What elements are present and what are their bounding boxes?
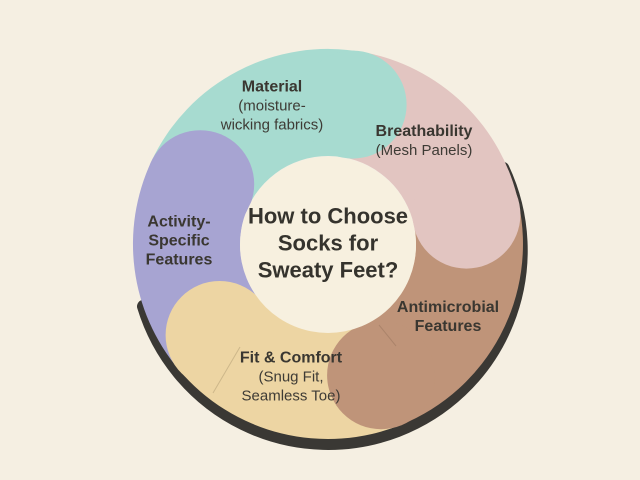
segment-fit-comfort-cap <box>165 281 274 389</box>
segment-antimicrobial-cap <box>327 321 436 430</box>
page-title-line1: How to Choose <box>247 203 409 229</box>
label-antimicrobial-title2: Features <box>414 318 482 335</box>
donut-hole <box>240 157 416 333</box>
page-title-line2: Socks for <box>277 230 379 256</box>
segment-activity-specific-cap <box>146 130 255 239</box>
label-material: Material (moisture- wicking fabrics) <box>221 78 324 135</box>
label-activity-specific: Activity- Specific Features <box>146 213 213 270</box>
label-breathability-sub1: (Mesh Panels) <box>375 142 473 159</box>
segment-material-cap <box>298 50 407 159</box>
label-antimicrobial-title1: Antimicrobial <box>396 299 500 316</box>
label-activity-specific-title3: Features <box>145 251 213 269</box>
label-fit-comfort-sub1: (Snug Fit, <box>258 368 324 386</box>
page-title-line3: Sweaty Feet? <box>257 257 399 283</box>
segment-breathability-cap <box>412 160 521 269</box>
page-title: How to Choose Socks for Sweaty Feet? <box>248 203 408 284</box>
label-material-title: Material <box>241 78 303 96</box>
label-activity-specific-title2: Specific <box>148 232 210 250</box>
label-fit-comfort: Fit & Comfort (Snug Fit, Seamless Toe) <box>240 349 342 406</box>
label-activity-specific-title1: Activity- <box>147 213 211 231</box>
label-fit-comfort-sub2: Seamless Toe) <box>241 387 341 405</box>
label-antimicrobial: Antimicrobial Features <box>397 298 499 336</box>
label-material-sub1: (moisture- <box>238 97 306 115</box>
crease-line-brown <box>378 324 397 347</box>
label-fit-comfort-title: Fit & Comfort <box>239 349 343 367</box>
label-breathability: Breathability (Mesh Panels) <box>376 122 473 160</box>
label-material-sub2: wicking fabrics) <box>220 116 324 134</box>
crease-line-tan <box>212 346 241 394</box>
label-breathability-title: Breathability <box>375 123 473 140</box>
